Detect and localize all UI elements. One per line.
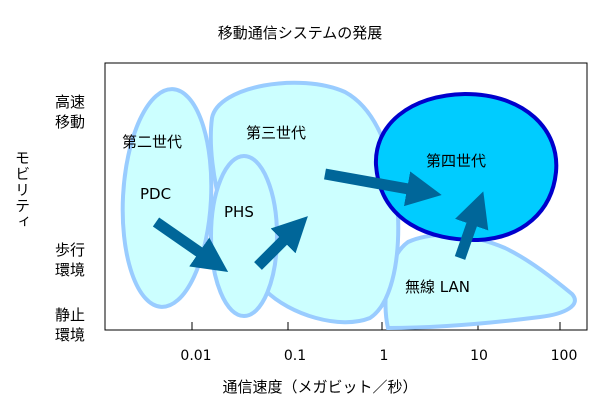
y-level-high-line2: 移動 [55, 113, 86, 131]
diagram-title: 移動通信システムの発展 [217, 24, 383, 42]
phs-region [209, 154, 279, 318]
gen3-label: 第三世代 [246, 124, 307, 142]
x-axis-label: 通信速度（メガビット／秒） [222, 378, 418, 396]
y-level-walk-line1: 歩行 [55, 241, 86, 259]
y-level-high: 高速 移動 [55, 92, 85, 132]
gen2-region [120, 87, 214, 309]
arrow-wlan-to-gen4 [454, 191, 489, 260]
x-tick-label: 0.01 [180, 348, 212, 364]
arrow-gen3-to-gen4 [324, 168, 442, 207]
y-axis-label: モビリティ [13, 150, 31, 230]
gen4-label: 第四世代 [426, 152, 487, 170]
y-level-walk-line2: 環境 [55, 261, 86, 279]
gen2-label: 第二世代 [122, 133, 183, 151]
y-level-still: 静止 環境 [55, 305, 85, 345]
pdc-label: PDC [140, 185, 172, 203]
arrow-pdc-to-phs [152, 217, 229, 273]
migration-arrows [152, 168, 489, 273]
x-tick-label: 1 [379, 348, 389, 364]
x-tick-label: 100 [550, 348, 578, 364]
x-tick-label: 10 [470, 348, 488, 364]
wlan-label: 無線 LAN [405, 278, 470, 296]
y-level-still-line1: 静止 [55, 306, 86, 324]
y-level-high-line1: 高速 [55, 93, 86, 111]
wlan-region [383, 232, 577, 331]
x-tick-label: 0.1 [283, 348, 307, 364]
arrow-phs-to-gen3 [254, 216, 308, 270]
phs-label: PHS [224, 203, 254, 221]
y-level-walk: 歩行 環境 [55, 240, 85, 280]
y-level-still-line2: 環境 [55, 326, 86, 344]
